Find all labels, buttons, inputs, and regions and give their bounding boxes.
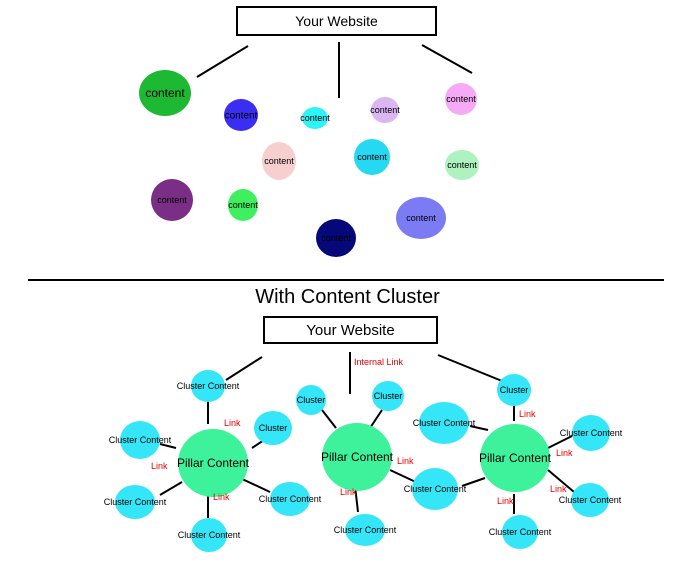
content-circle	[445, 83, 477, 115]
internal-link-label: Internal Link	[354, 357, 404, 367]
cluster-content-node-label: Cluster Content	[559, 495, 622, 505]
cluster-node	[372, 381, 404, 411]
cluster-content-node-label: Cluster Content	[259, 494, 322, 504]
cluster-node	[296, 385, 326, 415]
link-label: Link	[224, 418, 241, 428]
content-label: content	[446, 94, 476, 104]
cluster-content-node-label: Cluster Content	[560, 428, 623, 438]
content-circle	[316, 219, 356, 257]
connector-line	[369, 409, 383, 429]
top-website-label: Your Website	[295, 13, 378, 29]
cluster-content-node	[270, 482, 310, 516]
content-circle	[302, 107, 328, 129]
link-label: Link	[550, 484, 567, 494]
pillar-node	[322, 423, 392, 491]
link-label: Link	[340, 487, 357, 497]
content-label: content	[157, 195, 187, 205]
pillar-node	[178, 429, 248, 497]
cluster-title: With Content Cluster	[255, 286, 440, 308]
cluster-content-node	[502, 515, 538, 549]
top-website-box: Your Website	[236, 6, 437, 36]
content-label: content	[321, 233, 351, 243]
cluster-content-node	[412, 468, 458, 510]
cluster-content-node-label: Cluster Content	[104, 497, 167, 507]
cluster-node-label: Cluster	[500, 385, 529, 395]
content-circle	[228, 189, 258, 221]
connector-line	[469, 425, 489, 431]
top-diagram: content content content content content conte…	[139, 42, 479, 257]
content-label: content	[370, 105, 400, 115]
connector-line	[421, 44, 473, 74]
cluster-content-node	[571, 483, 609, 517]
pillar-node-label: Pillar Content	[177, 456, 250, 470]
cluster-content-node	[345, 514, 385, 546]
content-circle	[151, 179, 193, 221]
content-label: content	[447, 160, 477, 170]
connector-line	[321, 409, 337, 429]
cluster-content-node-label: Cluster Content	[109, 435, 172, 445]
pillar-node	[480, 424, 550, 492]
content-label: content	[300, 113, 330, 123]
cluster-content-node-label: Cluster Content	[178, 530, 241, 540]
cluster-content-node-label: Cluster Content	[404, 484, 467, 494]
content-label: content	[145, 86, 185, 100]
content-circle	[224, 99, 258, 131]
connector-line	[461, 477, 486, 487]
cluster-content-node	[191, 518, 227, 552]
content-label: content	[406, 213, 436, 223]
content-label: content	[225, 111, 258, 122]
connector-line	[196, 45, 249, 78]
link-label: Link	[497, 496, 514, 506]
content-circle	[354, 139, 390, 175]
link-label: Link	[213, 492, 230, 502]
pillar-node-label: Pillar Content	[321, 450, 394, 464]
link-label: Link	[519, 409, 536, 419]
cluster-content-node-label: Cluster Content	[177, 381, 240, 391]
cluster-content-node-label: Cluster Content	[489, 527, 552, 537]
connector-line	[547, 469, 575, 493]
connector-line	[159, 481, 183, 496]
content-circle	[139, 70, 191, 116]
cluster-content-node	[120, 421, 160, 459]
pillar-node-label: Pillar Content	[479, 451, 552, 465]
connector-line	[239, 477, 271, 493]
content-label: content	[228, 200, 258, 210]
connector-line	[159, 443, 177, 449]
content-label: content	[264, 156, 294, 166]
content-circle	[371, 97, 399, 123]
section-divider	[28, 279, 664, 281]
content-circle	[396, 197, 446, 239]
connector-line	[547, 435, 573, 449]
cluster-node-label: Cluster	[374, 391, 403, 401]
cluster-content-node	[115, 485, 155, 519]
cluster-content-node-label: Cluster Content	[413, 418, 476, 428]
link-label: Link	[151, 461, 168, 471]
content-circle	[445, 150, 479, 180]
connector-line	[225, 356, 263, 381]
cluster-content-node	[191, 370, 225, 402]
content-circle	[262, 142, 296, 180]
content-label: content	[357, 152, 387, 162]
connector-line	[437, 354, 503, 382]
cluster-node	[254, 411, 292, 445]
bottom-website-label: Your Website	[306, 321, 395, 339]
cluster-content-node-label: Cluster Content	[334, 525, 397, 535]
bottom-website-box: Your Website	[263, 316, 438, 344]
cluster-node-label: Cluster	[297, 395, 326, 405]
cluster-content-node	[419, 402, 469, 444]
cluster-content-node	[572, 415, 610, 451]
link-label: Link	[397, 456, 414, 466]
cluster-node-label: Cluster	[259, 423, 288, 433]
link-label: Link	[556, 448, 573, 458]
cluster-node	[497, 374, 531, 406]
